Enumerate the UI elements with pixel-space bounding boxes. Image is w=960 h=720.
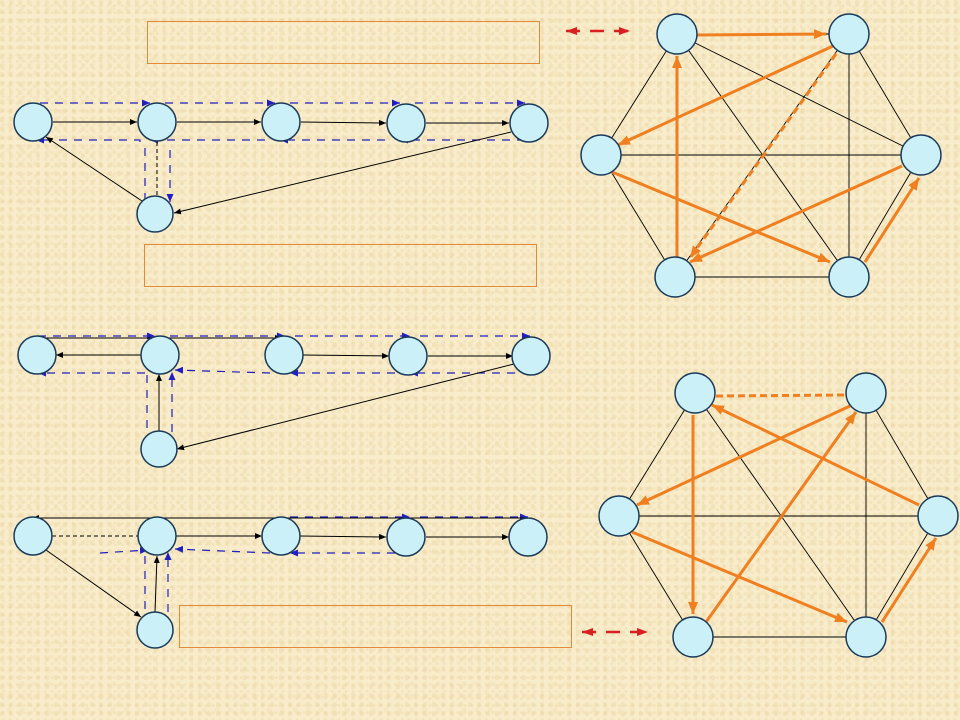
chain-graph-1 bbox=[13, 99, 549, 233]
complete-graph-1 bbox=[580, 13, 942, 298]
graph-node bbox=[13, 516, 53, 556]
graph-node bbox=[672, 616, 714, 658]
graph-node bbox=[386, 517, 426, 557]
traversal-arrow bbox=[99, 547, 149, 554]
highlighted-edge bbox=[636, 404, 851, 507]
graph-node bbox=[674, 372, 716, 414]
edge bbox=[45, 549, 142, 618]
traversal-arrow bbox=[174, 545, 271, 554]
edge bbox=[176, 363, 515, 451]
edge bbox=[153, 555, 160, 613]
graph-node bbox=[845, 372, 887, 414]
graph-node bbox=[13, 102, 53, 142]
graph-node bbox=[136, 611, 174, 649]
graph-node bbox=[140, 335, 180, 375]
graph-node bbox=[656, 13, 698, 55]
graph-node bbox=[580, 134, 622, 176]
highlighted-edge bbox=[617, 44, 834, 147]
highlighted-edge bbox=[704, 411, 858, 623]
graph-node bbox=[508, 517, 548, 557]
graph-node bbox=[17, 335, 57, 375]
traversal-arrow bbox=[36, 136, 141, 144]
graph-node bbox=[900, 134, 942, 176]
graph-node bbox=[261, 102, 301, 142]
graph-node bbox=[386, 103, 426, 143]
highlighted-edge bbox=[880, 537, 938, 623]
highlighted-edge bbox=[689, 164, 903, 264]
edge bbox=[302, 352, 390, 359]
graph-node bbox=[828, 13, 870, 55]
graph-node bbox=[388, 336, 428, 376]
complete-graph-2 bbox=[598, 372, 959, 658]
edge bbox=[45, 136, 143, 202]
highlighted-edge bbox=[863, 177, 921, 263]
traversal-arrow bbox=[174, 366, 271, 374]
highlighted-edge bbox=[711, 403, 920, 507]
chain-graph-3 bbox=[13, 513, 548, 649]
graph-node bbox=[140, 430, 178, 468]
graph-node bbox=[828, 256, 870, 298]
graph-node bbox=[509, 103, 549, 143]
graph-node bbox=[917, 495, 959, 537]
graph-node bbox=[261, 516, 301, 556]
graph-node bbox=[654, 256, 696, 298]
graph-node bbox=[137, 102, 177, 142]
caption-box-middle bbox=[144, 244, 537, 287]
graph-node bbox=[598, 495, 640, 537]
graph-node bbox=[137, 516, 177, 556]
graph-node bbox=[136, 195, 174, 233]
highlighted-edge bbox=[696, 29, 827, 40]
edge bbox=[300, 119, 387, 126]
edge bbox=[173, 131, 512, 215]
graph-node bbox=[845, 616, 887, 658]
graph-node bbox=[264, 335, 304, 375]
chain-graph-2 bbox=[17, 332, 551, 468]
caption-box-top bbox=[147, 21, 540, 64]
graph-node bbox=[511, 336, 551, 376]
highlighted-edge-dashed bbox=[715, 393, 846, 398]
highlighted-edge-dashed bbox=[688, 53, 838, 259]
edge bbox=[299, 533, 387, 540]
caption-box-bottom bbox=[179, 605, 572, 648]
